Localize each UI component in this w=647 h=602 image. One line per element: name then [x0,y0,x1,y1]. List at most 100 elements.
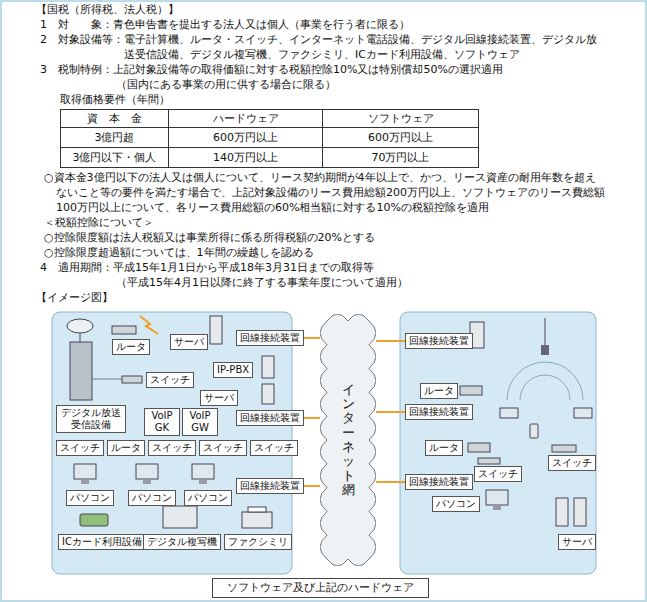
vertical-text: インターネット網 [342,383,355,497]
table-cell: 資 本 金 [60,109,169,128]
node-text: スイッチ [152,442,192,454]
node-text: ルータ [116,341,146,353]
node-text: IP-PBX [217,364,249,376]
node-text: VoIP GW [186,410,214,434]
phone-icon [530,424,538,438]
node-text: スイッチ [254,442,294,454]
node-text: デジタル複写機 [147,536,217,548]
office-panel [400,312,596,574]
device-label: 回線接続装置 [405,333,473,349]
fax-paper [248,507,266,512]
device-label: 回線接続装置 [236,410,304,426]
text-line: 【国税（所得税、法人税）】 [36,2,606,17]
server-icon [556,498,568,526]
dish-mast [80,333,81,342]
device-label: ルータ [107,440,145,456]
cell-text: 3億円超 [95,131,135,144]
cell-text: 資 本 金 [87,112,142,125]
text-line: ＜税額控除について＞ [44,215,606,230]
table-cell: 3億円以下・個人 [60,147,169,168]
table-cell: 600万円以上 [322,127,479,148]
cell-text: 600万円以上 [368,131,433,144]
device-label: VoIP GK [144,408,180,436]
connector [304,417,320,419]
table-cell: ソフトウェア [322,109,479,128]
node-text: ICカード利用設備 [62,536,142,548]
router-icon [468,443,490,452]
device-label: パソコン [66,490,114,506]
switch-icon [552,445,576,452]
fax-icon [242,512,272,528]
node-text: 回線接続装置 [240,480,300,492]
router-icon [112,326,136,334]
node-text: パソコン [70,492,110,504]
connector [376,340,405,342]
device-label: パソコン [432,496,480,512]
device-label: VoIP GW [182,408,218,436]
connector [304,485,320,487]
device-label: デジタル放送 受信設備 [56,405,126,433]
device-label: サーバ [170,334,208,350]
node-text: スイッチ [552,457,592,469]
device-label: IP-PBX [213,362,253,378]
switch-icon [122,376,142,383]
node-text: スイッチ [478,468,518,480]
pc-monitor [74,464,96,479]
antenna-mast [545,318,546,345]
device-label: サーバ [200,390,238,406]
text-line: ○資本金3億円以下の法人又は個人について、リース契約期間が4年以上で、かつ、リー… [44,170,606,215]
node-text: ルータ [111,442,141,454]
cell-text: 3億円以下・個人 [73,151,157,164]
device-label: スイッチ [56,440,104,456]
node-text: パソコン [436,498,476,510]
table-cell: ハードウェア [168,109,323,128]
text-line: 4 適用期間：平成15年1月1日から平成18年3月31日までの取得等 [40,260,606,275]
node-text: サーバ [204,392,234,404]
node-text: スイッチ [203,442,243,454]
text-line: （国内にある事業の用に供する場合に限る） [116,77,606,92]
text-flow: 【国税（所得税、法人税）】1 対 象：青色申告書を提出する法人又は個人（事業を行… [0,2,647,305]
device-label: ルータ [112,339,150,355]
pc-monitor [486,490,508,505]
text-line: ○控除限度額は法人税額又は事業所得に係る所得税額の20%とする [44,230,606,245]
device-label: ルータ [420,383,458,399]
server-icon [574,498,586,526]
node-text: 回線接続装置 [409,476,469,488]
device-label: 回線接続装置 [236,478,304,494]
signal-bolt [140,316,158,334]
wireless-wave [507,362,583,400]
device-label: スイッチ [199,440,247,456]
connector [376,411,405,413]
device-label: デジタル複写機 [143,534,221,550]
pc-stand [143,480,151,484]
broadcast-receiver [70,342,92,400]
node-text: 回線接続装置 [240,412,300,424]
node-text: デジタル放送 受信設備 [60,407,122,431]
table-cell: 70万円以上 [322,147,479,168]
node-text: 回線接続装置 [240,332,300,344]
node-text: スイッチ [60,442,100,454]
node-text: VoIP GK [148,410,176,434]
device-label: スイッチ [474,466,522,482]
text-line: 取得価格要件（年間） [60,92,606,107]
internet-cloud: インターネット網 [320,314,376,566]
access-point [541,345,549,355]
table-cell: 3億円超 [60,127,169,148]
node-text: サーバ [174,336,204,348]
pc-stand [493,506,501,510]
device-label: スイッチ [146,372,194,388]
cell-text: ハードウェア [213,112,279,125]
pc-stand [81,480,89,484]
server-icon [210,316,222,344]
device-label: スイッチ [250,440,298,456]
table-cell: 140万円以上 [168,147,323,168]
node-text: ルータ [424,385,454,397]
ic-card-reader [80,514,108,526]
laptop-icon [500,408,518,418]
device-label: ファクシミリ [224,534,292,550]
node-text: ソフトウェア及び上記のハードウェア [227,581,414,595]
pc-monitor [192,464,214,479]
device-label: ICカード利用設備 [58,534,146,550]
cell-text: 140万円以上 [213,151,278,164]
